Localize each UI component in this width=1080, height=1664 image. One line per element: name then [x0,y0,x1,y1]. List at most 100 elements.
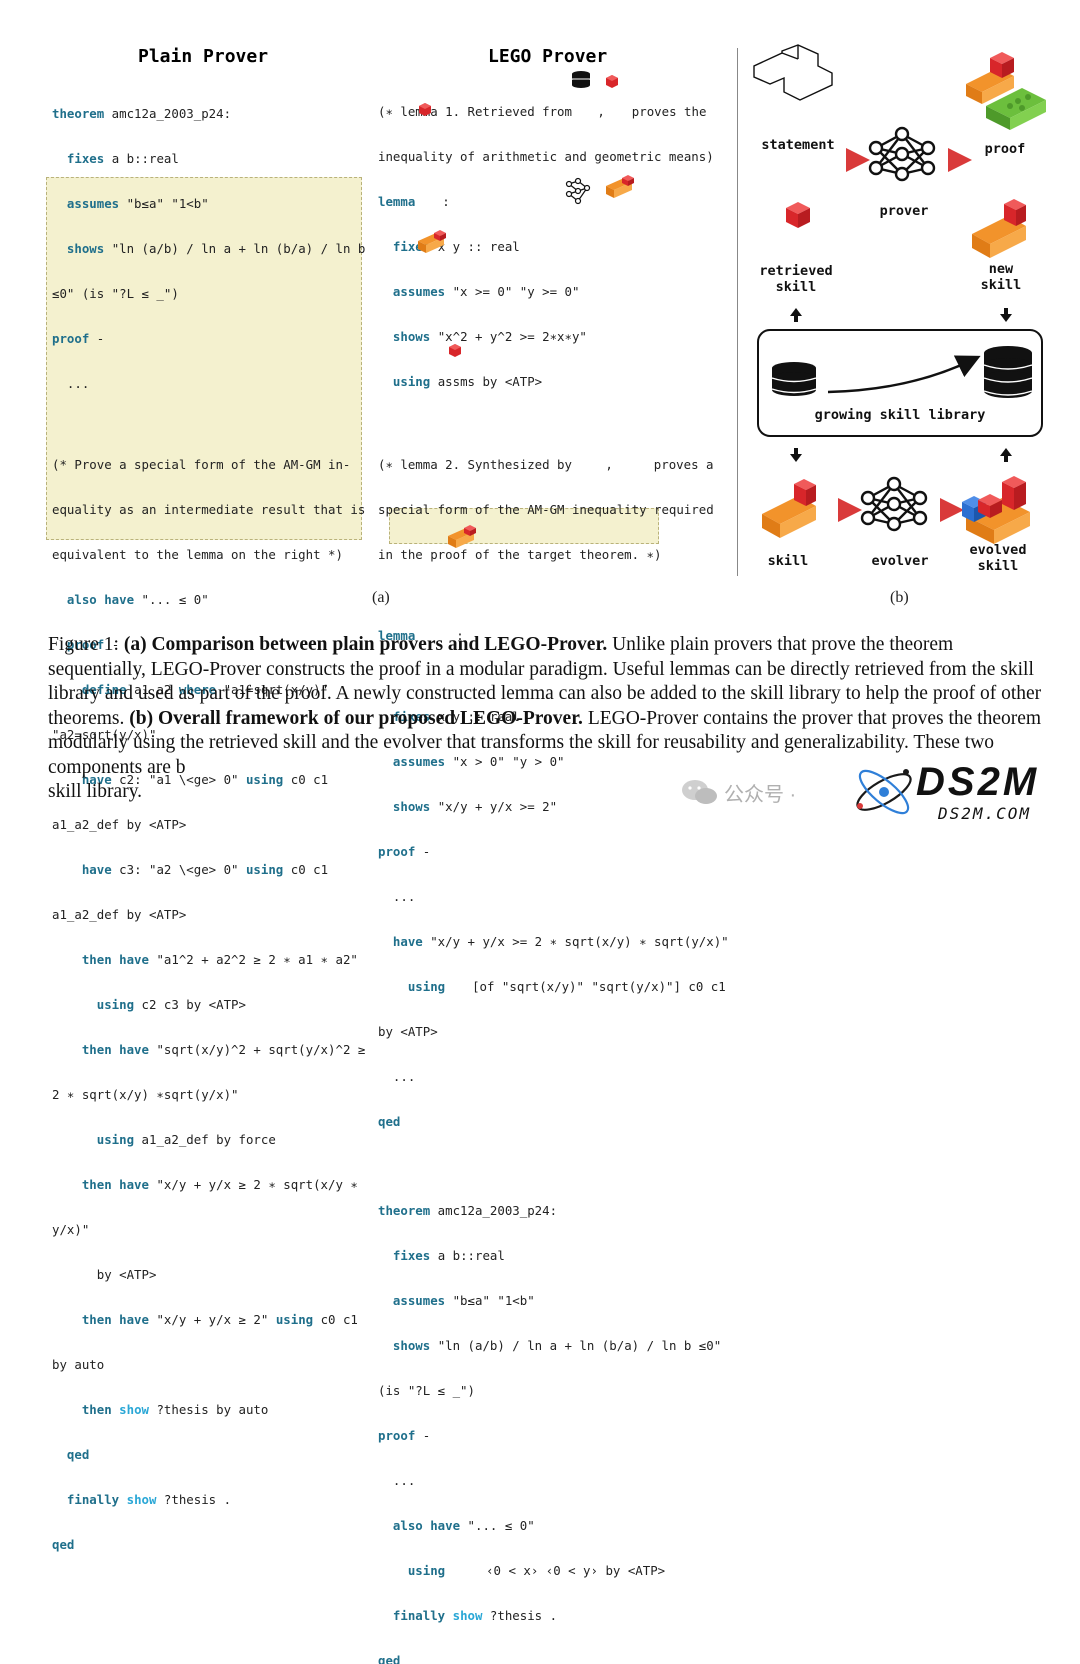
code-line: have c2: "a1 \<ge> 0" using c0 c1 [81,772,329,787]
code-line: ... [378,889,416,904]
code-line: assumes "b≤a" "1<b" [392,1293,535,1308]
code-line: using [of "sqrt(x/y)" "sqrt(y/x)"] c0 c1 [407,979,726,994]
caption-a-heading: (a) Comparison between plain provers and… [123,634,608,655]
retrieved-skill-label: retrieved skill [759,263,833,295]
code-line: have c3: "a2 \<ge> 0" using c0 c1 [81,862,329,877]
plain-prover-highlight-box [46,177,362,540]
evolver-network-icon [860,476,928,532]
code-line: by <ATP> [378,1024,438,1039]
code-line: assumes "x > 0" "y > 0" [392,754,565,769]
code-line: proof - [52,331,105,346]
arrow-new-to-library [1000,308,1012,322]
code-line: fixes a b::real [66,151,179,166]
subfigure-b-label: (b) [890,589,909,606]
code-line: then show ?thesis by auto [81,1402,269,1417]
code-line: qed [378,1114,401,1129]
ds2m-logo: DS2M DS2M.COM [850,760,1072,828]
code-line: theorem amc12a_2003_p24: [52,106,232,121]
plain-prover-code: theorem amc12a_2003_p24: fixes a b::real… [52,76,365,1567]
code-line: have "x/y + y/x >= 2 ∗ sqrt(x/y) ∗ sqrt(… [392,934,729,949]
code-line: fixes x y :: real [392,239,520,254]
code-line: (∗ lemma 2. Synthesized by , proves a [378,457,714,472]
proof-brick-stack-icon [966,52,1046,130]
code-line: ... [52,376,90,391]
subfigure-a-label: (a) [372,589,390,606]
code-line: assumes "x >= 0" "y >= 0" [392,284,580,299]
code-line: special form of the AM-GM inequality req… [378,502,714,517]
code-line: using assms by <ATP> [392,374,543,389]
library-growth-arrow [827,355,981,394]
code-line: define a1 a2 where "a1=sqrt(x/y)" [81,682,329,697]
code-line: finally show ?thesis . [392,1608,558,1623]
code-line: theorem amc12a_2003_p24: [378,1203,558,1218]
caption-b-text: LEGO-Prover contains the prover that pro… [48,707,1042,778]
ds2m-logo-subtext: DS2M.COM [938,804,1032,823]
code-line: using ‹0 < x› ‹0 < y› by <ATP> [407,1563,666,1578]
code-line: ... [378,1069,416,1084]
code-line: a1_a2_def by <ATP> [52,817,187,832]
code-line: finally show ?thesis . [66,1492,232,1507]
code-line: shows "x/y + y/x >= 2" [392,799,558,814]
code-line: then have "x/y + y/x ≥ 2 ∗ sqrt(x/y ∗ [81,1177,358,1192]
code-line: by <ATP> [52,1267,157,1282]
code-line: fixes a b::real [392,1248,505,1263]
prover-network-icon [868,126,936,182]
database-icon [983,346,1033,398]
code-line: fixes x y :: real [392,709,520,724]
code-line: then have "x/y + y/x ≥ 2" using c0 c1 [81,1312,358,1327]
code-line: also have "... ≤ 0" [66,592,209,607]
proof-label: proof [984,141,1026,157]
statement-outline-icon [753,44,833,101]
code-line: shows "ln (a/b) / ln a + ln (b/a) / ln b… [392,1338,722,1353]
new-skill-label: new skill [980,261,1022,293]
code-line: using a1_a2_def by force [96,1132,276,1147]
skill-label: skill [767,553,809,569]
ds2m-logo-text: DS2M [916,760,1040,804]
caption-b-text-end: skill library. [48,781,143,802]
code-line: shows "x^2 + y^2 >= 2∗x∗y" [392,329,587,344]
retrieved-skill-brick-icon [786,202,810,228]
lego-prover-title: LEGO Prover [488,46,608,67]
arrow-evolved-to-library [1000,448,1012,462]
code-line: proof - [378,844,431,859]
wechat-watermark: 公众号 · [680,768,840,812]
code-line: ≤0" (is "?L ≤ _") [52,286,179,301]
new-skill-brick-icon [972,199,1026,258]
evolver-label: evolver [871,553,929,569]
code-line: using c2 c3 by <ATP> [96,997,246,1012]
statement-label: statement [761,137,835,153]
database-icon [771,362,817,396]
code-line: then have "a1^2 + a2^2 ≥ 2 ∗ a1 ∗ a2" [81,952,358,967]
code-line: qed [66,1447,90,1462]
panel-divider [737,48,738,576]
code-line: shows "ln (a/b) / ln a + ln (b/a) / ln b [66,241,366,256]
code-line: inequality of arithmetic and geometric m… [378,149,714,164]
code-line: (is "?L ≤ _") [378,1383,475,1398]
code-line: then have "sqrt(x/y)^2 + sqrt(y/x)^2 ≥ [81,1042,366,1057]
evolved-skill-brick-icon [962,476,1030,544]
evolved-skill-label: evolved skill [969,542,1027,574]
code-line: qed [378,1653,401,1664]
lego-prover-code: (∗ lemma 1. Retrieved from , proves the … [378,74,729,1664]
skill-brick-icon [762,479,816,538]
arrow-library-to-retrieved [790,308,802,322]
growing-skill-library-label: growing skill library [814,407,986,423]
code-line: "a2=sqrt(y/x)" [52,727,157,742]
code-line: assumes "b≤a" "1<b" [66,196,209,211]
code-line: a1_a2_def by <ATP> [52,907,187,922]
caption-figure-number: Figure 1: [48,634,124,655]
atom-logo-icon [856,769,912,815]
arrow-library-to-skill [790,448,802,462]
wechat-icon [682,780,717,804]
figure-caption: Figure 1: (a) Comparison between plain p… [48,633,1048,805]
code-line: by auto [52,1357,105,1372]
caption-b-heading: (b) Overall framework of our proposed LE… [129,707,583,729]
caption-a-text: Unlike plain provers that prove the theo… [48,634,1042,729]
code-line: (∗ lemma 1. Retrieved from , proves the [378,104,707,119]
code-line: also have "... ≤ 0" [392,1518,535,1533]
prover-label: prover [879,203,929,219]
code-line: 2 ∗ sqrt(x/y) ∗sqrt(y/x)" [52,1087,239,1102]
code-line: proof - [66,637,120,652]
code-line: qed [52,1537,75,1552]
code-line: ... [378,1473,416,1488]
